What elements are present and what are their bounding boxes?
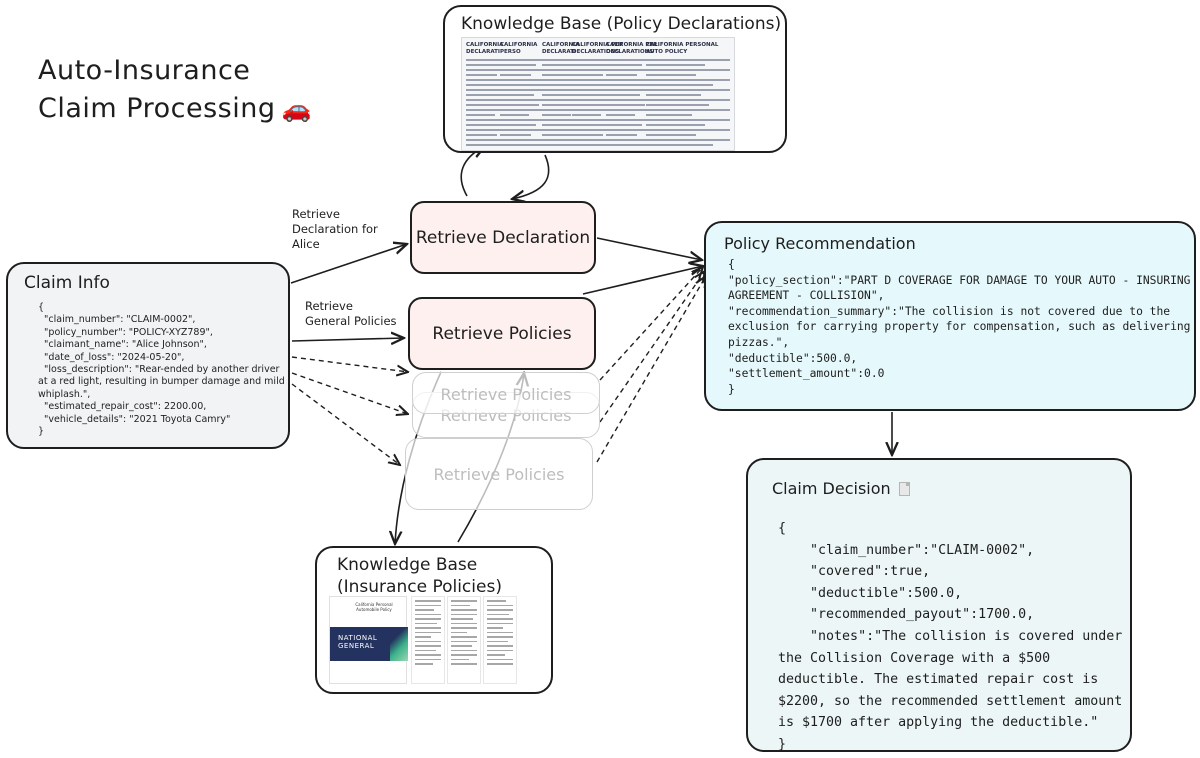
claim-info-title: Claim Info: [24, 273, 110, 293]
ghost-retrieve-policies-node: Retrieve Policies: [405, 438, 593, 510]
declarations-document-image: CALIFORNIA DECLARATI CALIFORNIA PERSO DE…: [461, 37, 735, 151]
edge-kb-to-decl: [512, 154, 550, 199]
decl-column-header: CALIFORNIA PERSONAL AUTO POLICY DECLARAT…: [646, 42, 719, 55]
retrieve-policies-node: Retrieve Policies: [408, 297, 596, 370]
decl-column: CALIFORNIA PERSO DECLARATIONS PAG: [500, 42, 552, 146]
insurance-policy-document-image: California Personal Automobile Policy NA…: [329, 596, 517, 684]
policy-page-thumbnail: [447, 596, 481, 684]
policy-recommendation-box: Policy Recommendation { "policy_section"…: [704, 221, 1196, 411]
decl-column: CALIFORNIA DECLARATI: [466, 42, 518, 146]
policy-page-thumbnail: [411, 596, 445, 684]
claim-decision-title-text: Claim Decision: [772, 479, 891, 498]
edge-claim-to-policies: [291, 338, 404, 341]
decl-column: CALIFORNIA PERSONAL AUTO POLICY DECLARAT…: [646, 42, 730, 146]
decl-column: CALIFORNIA DECLARATI: [542, 42, 594, 146]
retrieve-declaration-label: Retrieve Declaration: [415, 227, 591, 248]
retrieve-policies-label: Retrieve Policies: [432, 323, 572, 344]
policy-page-thumbnail: [483, 596, 517, 684]
decl-column: CALIFORNIA PER DECLARATIONS: [606, 42, 658, 146]
kb-insurance-policies: Knowledge Base (Insurance Policies) Cali…: [315, 546, 553, 694]
decl-column-header: CALIFORNIA DECLARATI: [466, 42, 504, 55]
ghost-retrieve-policies-node: Retrieve Policies: [412, 372, 600, 414]
edge-decl-to-kb: [460, 146, 485, 197]
decl-column-header: CALIFORNIA PERSO DECLARATIONS PAG: [500, 42, 538, 55]
claim-info-json: { "claim_number": "CLAIM-0002", "policy_…: [38, 302, 285, 438]
kb-insurance-policies-title: Knowledge Base (Insurance Policies): [337, 555, 502, 597]
decl-column-header: CALIFORNIA DECLARATI: [542, 42, 580, 55]
edge-label-retrieve-declaration: Retrieve Declaration for Alice: [292, 207, 378, 251]
car-icon: 🚗: [281, 95, 312, 123]
edge-claim-to-ghost2: [291, 372, 408, 414]
policy-recommendation-title: Policy Recommendation: [724, 234, 916, 253]
edge-ghost2-to-rec: [599, 271, 705, 423]
policy-cover-title: California Personal Automobile Policy: [355, 602, 393, 612]
edge-ghost3-to-rec: [596, 276, 706, 463]
retrieve-declaration-node: Retrieve Declaration: [410, 201, 596, 274]
edge-label-retrieve-policies: Retrieve General Policies: [305, 299, 397, 328]
claim-info-box: Claim Info { "claim_number": "CLAIM-0002…: [6, 262, 290, 449]
claim-decision-box: Claim Decision { "claim_number":"CLAIM-0…: [746, 458, 1132, 752]
edge-claim-to-decl: [290, 244, 407, 284]
claim-decision-json: { "claim_number":"CLAIM-0002", "covered"…: [778, 521, 1123, 752]
national-general-logo: NATIONAL GENERAL: [338, 634, 378, 650]
edge-policies-to-rec: [582, 266, 703, 295]
kb-declarations-title: Knowledge Base (Policy Declarations): [461, 14, 782, 34]
edge-claim-to-ghost1: [291, 356, 408, 372]
edge-ghost1-to-rec: [599, 267, 703, 381]
diagram-title: Auto-Insurance Claim Processing🚗: [38, 52, 312, 128]
document-icon: [898, 482, 910, 496]
decl-column: CALIFORNIA PER DECLARATIONS: [572, 42, 624, 146]
decl-column-header: CALIFORNIA PER DECLARATIONS: [606, 42, 658, 55]
decl-column-header: CALIFORNIA PER DECLARATIONS: [572, 42, 624, 55]
edge-claim-to-ghost3: [291, 383, 400, 465]
claim-decision-title: Claim Decision: [772, 478, 910, 500]
policy-cover-page: California Personal Automobile Policy NA…: [329, 596, 408, 684]
policy-cover-banner: NATIONAL GENERAL: [330, 627, 408, 661]
kb-declarations: Knowledge Base (Policy Declarations) CAL…: [443, 5, 787, 153]
policy-recommendation-json: { "policy_section":"PART D COVERAGE FOR …: [728, 258, 1191, 396]
edge-decl-to-rec: [596, 237, 702, 260]
diagram-title-text: Auto-Insurance Claim Processing: [38, 55, 276, 124]
